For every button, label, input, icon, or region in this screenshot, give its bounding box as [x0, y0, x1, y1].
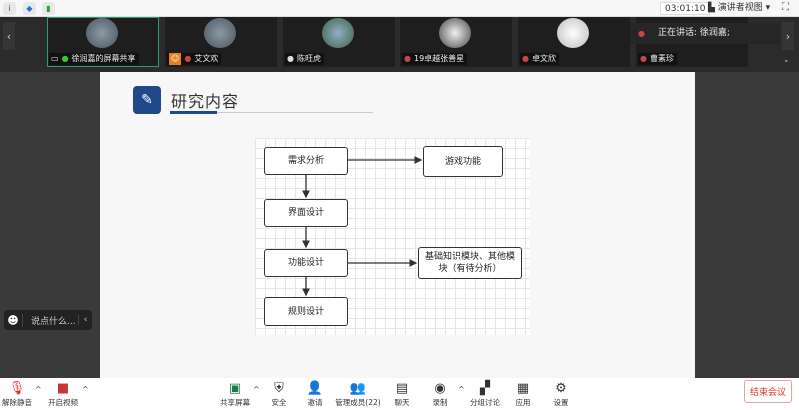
- mic-muted-icon: ●: [640, 54, 647, 63]
- share-screen-icon: ▣: [228, 381, 242, 396]
- mic-muted-icon: 🎙: [8, 381, 26, 396]
- chat-placeholder: 说点什么...: [22, 313, 78, 327]
- audio-options-caret[interactable]: ^: [35, 385, 42, 394]
- apps-button[interactable]: ▦ 应用: [501, 380, 545, 408]
- shield-icon[interactable]: ◆: [23, 2, 36, 15]
- top-bar: [0, 0, 799, 17]
- participant-name: 曹素珍: [649, 54, 674, 63]
- node-rules-design: 规则设计: [264, 297, 348, 326]
- avatar: [322, 18, 354, 48]
- edit-document-icon: ✎: [133, 86, 161, 114]
- participant-tile[interactable]: ●卓文欣: [518, 17, 630, 67]
- mic-icon: ●: [638, 29, 645, 38]
- collapse-strip-icon[interactable]: ˄: [784, 60, 789, 70]
- slide-title: 研究内容: [171, 92, 240, 111]
- avatar: [204, 18, 236, 48]
- members-label: 管理成员(22): [335, 398, 381, 407]
- members-icon: 👥: [349, 381, 367, 396]
- participant-tile[interactable]: ●陈旺虎: [283, 17, 395, 67]
- fullscreen-icon[interactable]: ⛶: [782, 2, 789, 13]
- meeting-toolbar: [0, 378, 799, 410]
- mic-icon: ●: [61, 54, 69, 63]
- collapse-chat-icon[interactable]: ‹: [78, 315, 92, 325]
- participant-name: 卓文欣: [531, 54, 556, 63]
- participant-tile[interactable]: ▭●徐润嘉的屏幕共享: [47, 17, 159, 67]
- participant-name: 19卓越张善星: [413, 54, 465, 63]
- add-user-icon: 👤: [306, 381, 324, 396]
- shield-icon: ⛨: [274, 381, 284, 396]
- title-underline: [170, 112, 373, 113]
- record-options-caret[interactable]: ^: [458, 385, 465, 394]
- emoji-icon[interactable]: ☻: [7, 313, 19, 327]
- node-requirements: 需求分析: [264, 147, 348, 175]
- settings-button[interactable]: ⚙ 设置: [539, 380, 583, 408]
- record-icon: ◉: [434, 381, 446, 396]
- flowchart-arrows: [302, 156, 423, 297]
- security-button[interactable]: ⛨ 安全: [257, 380, 301, 408]
- view-mode-label: 演讲者视图: [717, 3, 763, 13]
- breakout-icon: ▞: [480, 381, 490, 396]
- title-accent: [170, 111, 217, 114]
- gear-icon: ⚙: [555, 381, 567, 396]
- strip-prev-button[interactable]: ‹: [3, 22, 15, 50]
- mic-muted-icon: ●: [404, 54, 411, 63]
- node-ui-design: 界面设计: [264, 199, 348, 227]
- record-label: 录制: [432, 398, 448, 407]
- end-meeting-button[interactable]: 结束会议: [744, 380, 792, 403]
- strip-next-button[interactable]: ›: [782, 22, 794, 50]
- chat-button[interactable]: ▤ 聊天: [380, 380, 424, 408]
- speaking-text: 正在讲话: 徐润嘉;: [658, 28, 730, 38]
- node-game-features: 游戏功能: [423, 146, 503, 177]
- share-screen-button[interactable]: ▣ 共享屏幕: [213, 380, 257, 408]
- avatar: [86, 18, 118, 48]
- invite-label: 邀请: [307, 398, 323, 407]
- start-video-button[interactable]: ■ 开启视频: [41, 380, 85, 408]
- node-modules: 基础知识模块、其他模块（有待分析）: [418, 247, 522, 279]
- participant-name: 徐润嘉的屏幕共享: [71, 54, 136, 63]
- signal-icon[interactable]: ▮: [42, 2, 55, 15]
- breakout-button[interactable]: ▞ 分组讨论: [463, 380, 507, 408]
- participant-name: 艾文欢: [194, 54, 219, 63]
- breakout-label: 分组讨论: [470, 398, 500, 407]
- security-label: 安全: [271, 398, 287, 407]
- participant-tile[interactable]: ●19卓越张善星: [400, 17, 512, 67]
- settings-label: 设置: [553, 398, 569, 407]
- participant-name: 陈旺虎: [296, 54, 321, 63]
- flowchart: 需求分析 游戏功能 界面设计 功能设计 基础知识模块、其他模块（有待分析） 规则…: [255, 138, 530, 335]
- chat-icon: ▤: [395, 381, 409, 396]
- avatar: [439, 18, 471, 48]
- meeting-timer: 03:01:10: [660, 2, 711, 15]
- share-label: 共享屏幕: [220, 398, 250, 407]
- video-options-caret[interactable]: ^: [82, 385, 89, 394]
- mic-icon: ●: [287, 54, 294, 63]
- video-label: 开启视频: [48, 398, 78, 407]
- view-mode-dropdown[interactable]: ▙ 演讲者视图 ▾: [708, 3, 771, 13]
- apps-label: 应用: [515, 398, 531, 407]
- layout-icon: ▙: [708, 3, 718, 13]
- host-icon: ☺: [169, 53, 182, 65]
- chat-input[interactable]: ☻ 说点什么... ‹: [4, 310, 92, 330]
- speaking-indicator: ● 正在讲话: 徐润嘉;: [630, 23, 780, 44]
- avatar: [557, 18, 589, 48]
- unmute-label: 解除静音: [2, 398, 32, 407]
- participant-tile[interactable]: ☺●艾文欢: [165, 17, 277, 67]
- screen-share-icon: ▭: [51, 54, 59, 63]
- video-off-icon: ■: [56, 381, 70, 396]
- manage-members-button[interactable]: 👥 管理成员(22): [335, 380, 381, 408]
- mic-muted-icon: ●: [184, 54, 192, 63]
- mic-muted-icon: ●: [522, 54, 529, 63]
- info-icon[interactable]: i: [3, 2, 16, 15]
- unmute-button[interactable]: 🎙 解除静音: [0, 380, 39, 408]
- record-button[interactable]: ◉ 录制: [418, 380, 462, 408]
- node-function-design: 功能设计: [264, 249, 348, 277]
- chat-label: 聊天: [394, 398, 410, 407]
- invite-button[interactable]: 👤 邀请: [293, 380, 337, 408]
- apps-icon: ▦: [516, 381, 530, 396]
- share-options-caret[interactable]: ^: [253, 385, 260, 394]
